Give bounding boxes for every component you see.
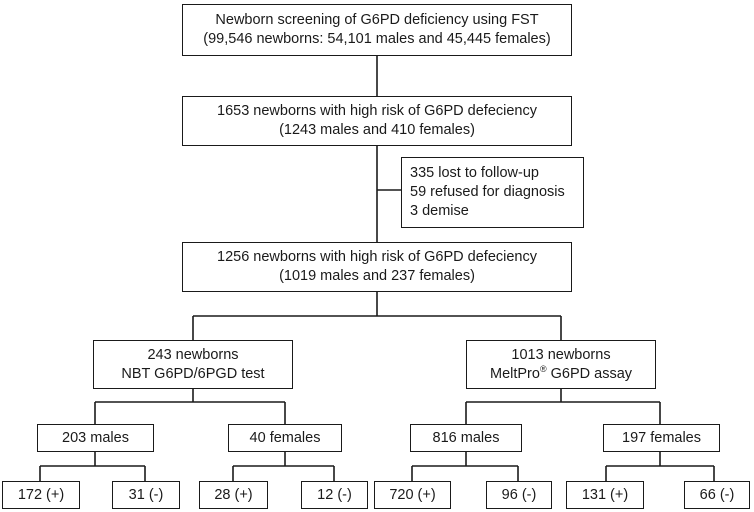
registered-mark: ® bbox=[539, 363, 547, 374]
nbt-females-positive-box: 28 (+) bbox=[199, 481, 268, 509]
meltpro-group-method: MeltPro® G6PD assay bbox=[489, 363, 633, 384]
nbt-females-positive-label: 28 (+) bbox=[214, 486, 253, 503]
nbt-males-negative-label: 31 (-) bbox=[128, 486, 164, 503]
meltpro-females-negative-box: 66 (-) bbox=[684, 481, 750, 509]
excluded-refused: 59 refused for diagnosis bbox=[410, 184, 565, 200]
high-risk-initial-box: 1653 newborns with high risk of G6PD def… bbox=[182, 96, 572, 146]
nbt-females-box: 40 females bbox=[228, 424, 342, 452]
nbt-males-label: 203 males bbox=[62, 429, 129, 446]
screening-line1: Newborn screening of G6PD deficiency usi… bbox=[215, 12, 539, 28]
nbt-group-method: NBT G6PD/6PGD test bbox=[121, 365, 265, 382]
meltpro-assay: G6PD assay bbox=[546, 365, 633, 382]
meltpro-females-negative-label: 66 (-) bbox=[699, 486, 735, 503]
nbt-females-label: 40 females bbox=[249, 429, 321, 446]
high-risk-final-line2: (1019 males and 237 females) bbox=[279, 268, 475, 284]
screening-line2: (99,546 newborns: 54,101 males and 45,44… bbox=[203, 31, 551, 47]
meltpro-females-positive-box: 131 (+) bbox=[566, 481, 644, 509]
meltpro-males-positive-label: 720 (+) bbox=[389, 486, 436, 503]
meltpro-group-count: 1013 newborns bbox=[511, 346, 611, 363]
meltpro-males-label: 816 males bbox=[432, 429, 500, 446]
nbt-females-negative-label: 12 (-) bbox=[317, 486, 352, 503]
nbt-males-negative-box: 31 (-) bbox=[112, 481, 180, 509]
meltpro-males-positive-box: 720 (+) bbox=[374, 481, 451, 509]
high-risk-final-line1: 1256 newborns with high risk of G6PD def… bbox=[217, 249, 537, 265]
nbt-males-positive-box: 172 (+) bbox=[2, 481, 80, 509]
excluded-box: 335 lost to follow-up 59 refused for dia… bbox=[401, 157, 584, 228]
meltpro-males-box: 816 males bbox=[410, 424, 522, 452]
high-risk-initial-line1: 1653 newborns with high risk of G6PD def… bbox=[217, 103, 537, 119]
nbt-group-count: 243 newborns bbox=[147, 346, 239, 363]
high-risk-initial-line2: (1243 males and 410 females) bbox=[279, 122, 475, 138]
high-risk-final-box: 1256 newborns with high risk of G6PD def… bbox=[182, 242, 572, 292]
meltpro-females-label: 197 females bbox=[622, 429, 701, 446]
meltpro-males-negative-label: 96 (-) bbox=[501, 486, 537, 503]
nbt-males-box: 203 males bbox=[37, 424, 154, 452]
excluded-demise: 3 demise bbox=[410, 203, 469, 219]
nbt-group-box: 243 newborns NBT G6PD/6PGD test bbox=[93, 340, 293, 389]
excluded-lost: 335 lost to follow-up bbox=[410, 165, 539, 181]
meltpro-group-box: 1013 newborns MeltPro® G6PD assay bbox=[466, 340, 656, 389]
meltpro-females-positive-label: 131 (+) bbox=[581, 486, 629, 503]
nbt-females-negative-box: 12 (-) bbox=[301, 481, 368, 509]
screening-box: Newborn screening of G6PD deficiency usi… bbox=[182, 4, 572, 56]
nbt-males-positive-label: 172 (+) bbox=[17, 486, 65, 503]
meltpro-females-box: 197 females bbox=[603, 424, 720, 452]
meltpro-brand: MeltPro bbox=[489, 365, 540, 382]
meltpro-males-negative-box: 96 (-) bbox=[486, 481, 552, 509]
